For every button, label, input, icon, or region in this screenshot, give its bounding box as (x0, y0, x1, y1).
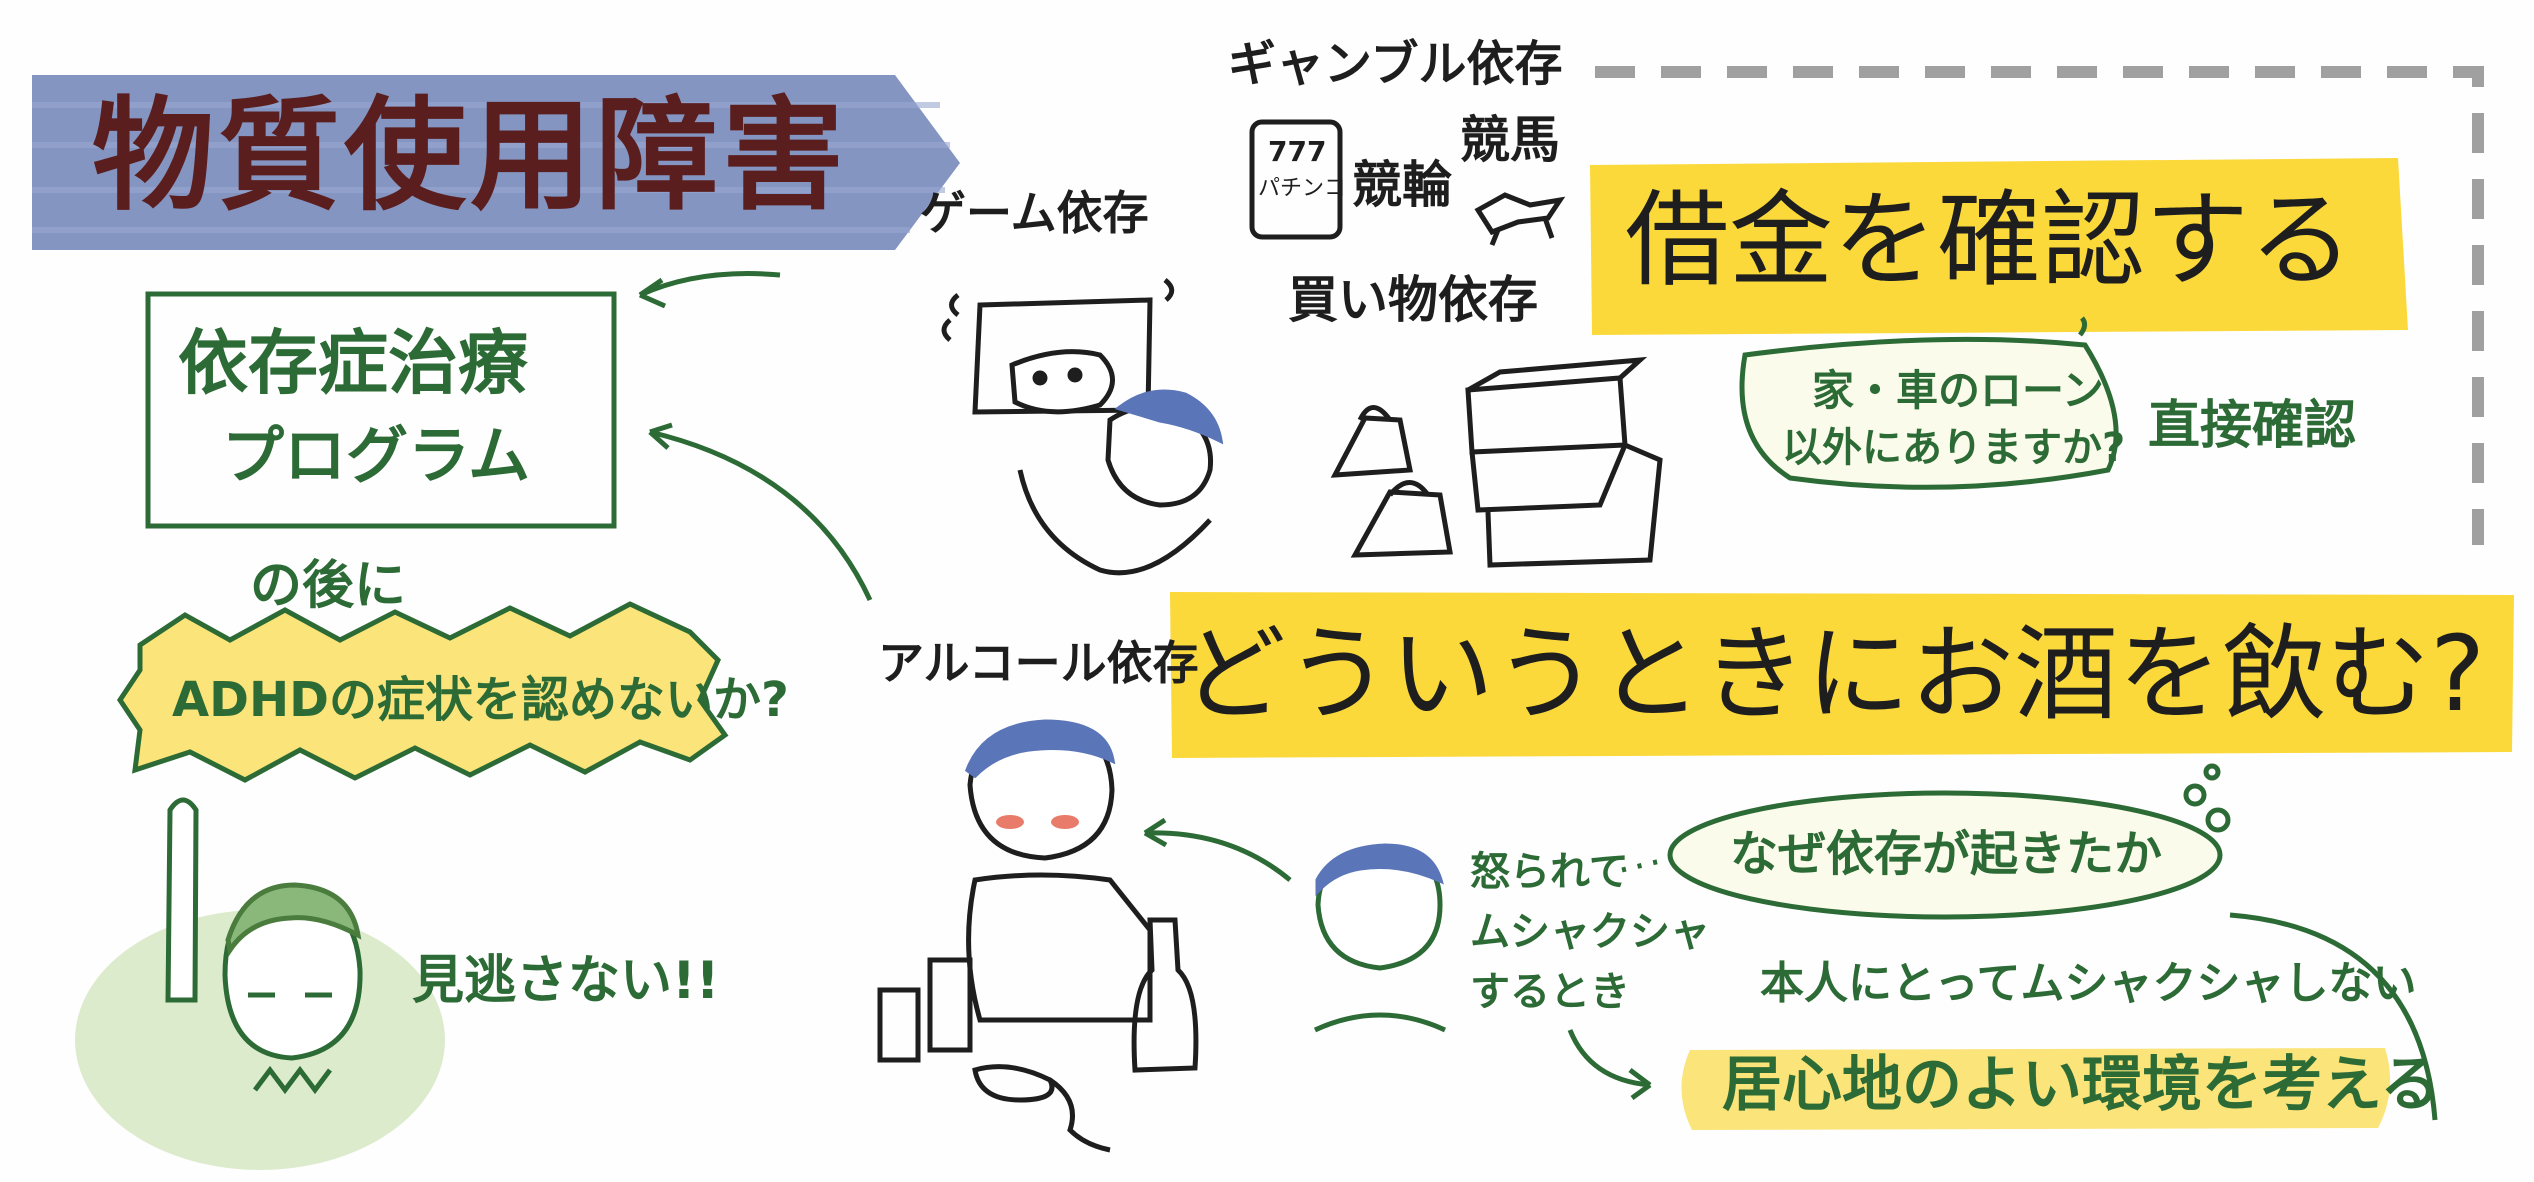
label-keirin: 競輪 (1352, 156, 1452, 214)
game-illustration (941, 278, 1224, 576)
arrow-to-environment (1567, 1029, 1651, 1088)
arrow-to-drinker (1144, 830, 1292, 882)
thought-bubble (1667, 790, 2223, 920)
program-line-2: プログラム (222, 419, 531, 492)
arrow-to-program-1 (638, 271, 781, 298)
alcohol-highlight (1170, 592, 2514, 758)
adhd-question: ADHDの症状を認めないか? (172, 672, 789, 728)
angry-line-3: するとき (1470, 969, 1630, 1015)
label-alcohol-dependency: アルコール依存 (878, 636, 1199, 690)
after-label: の後に (250, 556, 407, 616)
treatment-program-box (145, 291, 617, 529)
environment-label: 居心地のよい環境を考える (1722, 1050, 2441, 1120)
pachinko-label: パチンコ (1258, 176, 1347, 201)
dont-miss-label: 見逃さない!! (412, 951, 720, 1011)
label-keiba: 競馬 (1460, 111, 1560, 169)
not-frustrated-label: 本人にとってムシャクシャしない (1760, 958, 2417, 1009)
direct-confirm-label: 直接確認 (2148, 396, 2357, 456)
program-line-1: 依存症治療 (178, 322, 528, 404)
debt-question-line-2: 以外にありますか? (1782, 425, 2126, 471)
shopping-illustration (1330, 356, 1663, 568)
label-game-dependency: ゲーム依存 (920, 186, 1149, 240)
environment-highlight (1681, 1048, 2391, 1130)
drinker-illustration (877, 719, 1199, 1153)
debt-highlight (1590, 158, 2408, 335)
arrow-to-program-2 (649, 429, 873, 602)
curve-right (2229, 912, 2438, 1121)
page-title: 物質使用障害 (92, 85, 848, 227)
debt-bubble (1739, 336, 2119, 490)
title-banner (32, 75, 960, 250)
angry-line-1: 怒られて (1470, 849, 1629, 895)
pachinko-number: 777 (1268, 135, 1327, 168)
why-dependency: なぜ依存が起きたか (1730, 826, 2163, 882)
angry-person-illustration (1313, 843, 1447, 1033)
debt-headline: 借金を確認する (1625, 179, 2354, 301)
alcohol-headline: どういうときにお酒を飲む? (1182, 613, 2486, 735)
label-shopping-dependency: 買い物依存 (1288, 271, 1538, 329)
angry-line-2: ムシャクシャ (1470, 909, 1710, 955)
label-gambling-dependency: ギャンブル依存 (1228, 36, 1563, 92)
debt-question-line-1: 家・車のローン (1812, 366, 2104, 415)
gambling-illustration (1249, 119, 1566, 246)
adhd-cloud (116, 601, 729, 783)
pointing-person-illustration (165, 797, 363, 1095)
dashed-frame (1595, 66, 2484, 545)
